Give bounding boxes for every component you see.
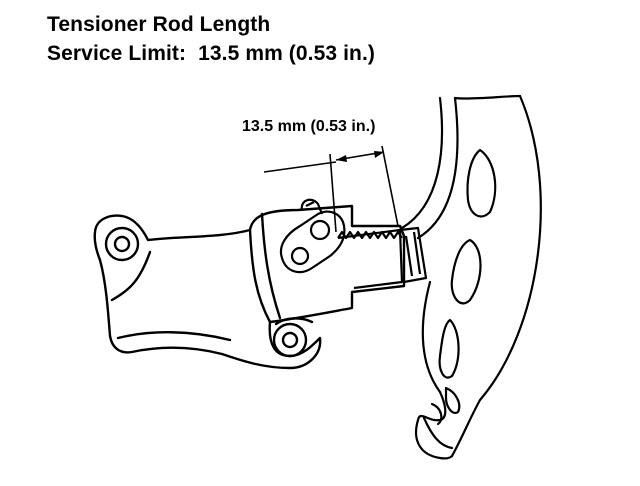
service-limit-value: 13.5 mm (0.53 in.) <box>198 42 376 65</box>
page-heading: Tensioner Rod Length Service Limit: 13.5 … <box>47 10 375 68</box>
latch-plate <box>279 198 346 274</box>
service-limit-label: Service Limit: <box>47 42 187 65</box>
dimension-label: 13.5 mm (0.53 in.) <box>242 118 375 135</box>
service-limit-line: Service Limit: 13.5 mm (0.53 in.) <box>47 39 375 68</box>
tensioner-arm <box>400 94 542 460</box>
tensioner-rod <box>337 226 428 290</box>
heading-title: Tensioner Rod Length <box>47 13 271 36</box>
dimension-marking: 13.5 mm (0.53 in.) <box>242 118 399 233</box>
mounting-holes <box>104 226 308 358</box>
